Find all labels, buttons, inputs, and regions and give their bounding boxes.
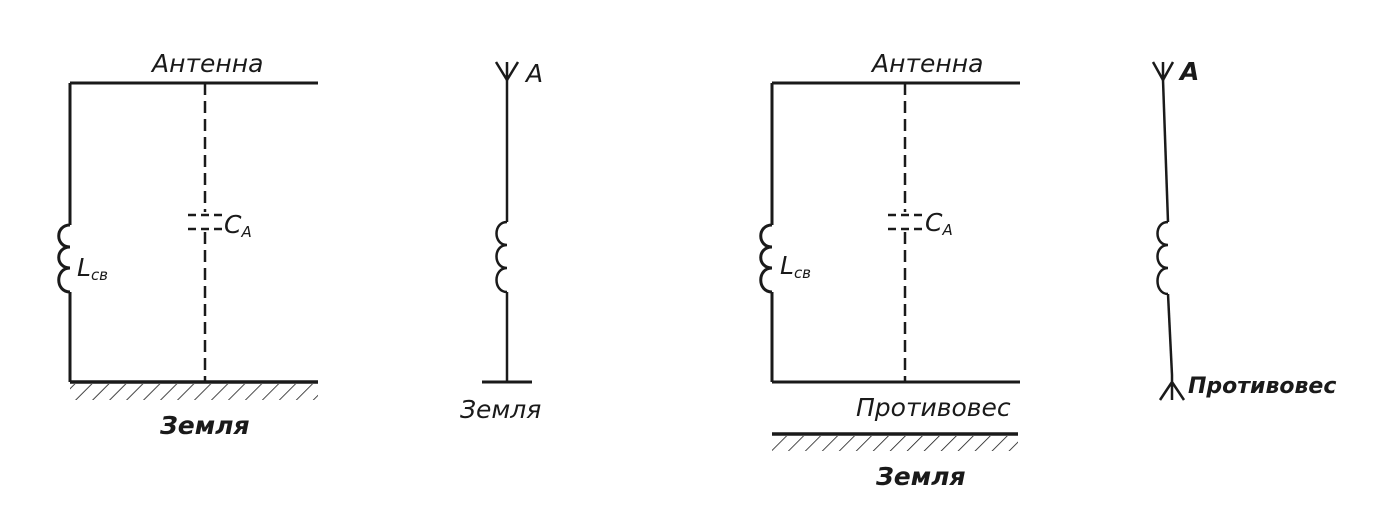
inductor-label: Lсв — [77, 253, 108, 284]
feed-wire-bottom — [1166, 293, 1174, 376]
feed-wire-top — [1161, 79, 1170, 223]
ground-hatching — [772, 436, 1018, 451]
antenna-label: А — [1178, 57, 1199, 86]
ground-label: Земля — [875, 462, 966, 491]
inductor-label: Lсв — [780, 251, 811, 282]
counterpoise-label: Противовес — [856, 393, 1011, 422]
antenna-label: Антенна — [870, 49, 983, 78]
inductor-coil — [57, 223, 71, 294]
capacitor-label: CА — [224, 210, 252, 241]
ground-label: Земля — [159, 411, 250, 440]
inductor-coil — [1156, 220, 1169, 296]
ground-label: Земля — [460, 395, 541, 424]
circuit-antenna-counterpoise: Антенна Lсв CА Противовес Земля — [759, 49, 1020, 491]
antenna-symbol — [494, 61, 520, 83]
counterpoise-symbol — [1158, 375, 1186, 401]
antenna-label: А — [524, 59, 543, 88]
symbol-antenna-counterpoise: А Противовес — [1151, 57, 1336, 401]
capacitor-label: CА — [925, 208, 953, 239]
antenna-label: Антенна — [150, 49, 263, 78]
symbol-antenna-ground: А Земля — [460, 59, 543, 424]
inductor-coil — [759, 223, 773, 294]
inductor-coil — [495, 220, 508, 294]
ground-hatching — [70, 384, 318, 400]
antenna-symbol — [1151, 61, 1175, 83]
circuit-antenna-ground: Антенна Lсв CА Земля — [57, 49, 318, 440]
counterpoise-label: Противовес — [1188, 374, 1336, 399]
